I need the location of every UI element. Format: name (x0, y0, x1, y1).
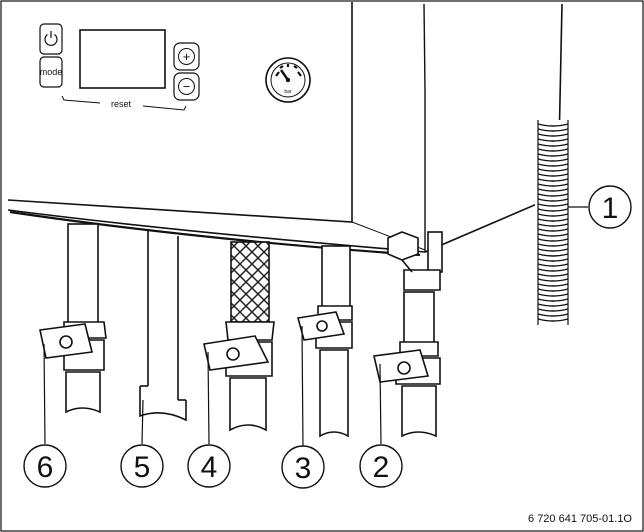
flexible-condensate-hose (535, 120, 571, 325)
hose-coil-ring (537, 233, 569, 237)
callout-2: 2 (359, 444, 403, 488)
hose-coil-ring (537, 213, 569, 217)
gauge-unit-label: bar (284, 89, 292, 95)
hose-coil-ring (537, 138, 569, 142)
hose-coil-ring (537, 283, 569, 287)
figure-reference-code: 6 720 641 705-01.1O (528, 513, 632, 525)
plain-pipe (139, 230, 187, 422)
power-icon (44, 31, 58, 46)
hose-coil-ring (537, 203, 569, 207)
hose-coil-ring (537, 248, 569, 252)
mode-button-label: mode (40, 67, 63, 77)
hose-coil-ring (537, 223, 569, 227)
hose-coil-ring (537, 293, 569, 297)
hose-coil-ring (537, 128, 569, 132)
reset-bracket-left (61, 95, 101, 104)
reset-bracket-right (142, 105, 187, 111)
callout-leaders (43, 206, 588, 449)
hose-coil-ring (537, 278, 569, 282)
hose-coil-ring (537, 208, 569, 212)
hose-coil-ring (537, 303, 569, 307)
hose-coil-ring (537, 298, 569, 302)
power-button[interactable] (39, 23, 63, 55)
hose-coil-ring (537, 263, 569, 267)
valve-pipe-3 (296, 245, 353, 438)
callout-4: 4 (187, 444, 231, 488)
hose-coil-ring (537, 193, 569, 197)
mode-button[interactable] (39, 56, 63, 88)
hose-coil-ring (537, 258, 569, 262)
hose-coil-ring (537, 183, 569, 187)
valve-pipe-6 (39, 223, 107, 414)
plus-button[interactable] (173, 42, 200, 71)
hose-coil-ring (537, 123, 569, 127)
hose-coil-ring (537, 148, 569, 152)
svg-text:5: 5 (134, 451, 151, 484)
reset-label: reset (111, 99, 132, 109)
hose-coil-ring (537, 253, 569, 257)
minus-icon (178, 78, 195, 95)
valve-with-gas-connector (373, 231, 443, 438)
braided-hose-valve (203, 241, 275, 432)
svg-text:2: 2 (373, 451, 390, 484)
hose-coil-ring (537, 133, 569, 137)
svg-text:4: 4 (201, 451, 218, 484)
hose-coil-ring (537, 163, 569, 167)
hose-coil-ring (537, 313, 569, 317)
hose-coil-ring (537, 273, 569, 277)
hose-coil-ring (537, 153, 569, 157)
callouts: 1 2 3 4 5 6 (23, 185, 632, 489)
minus-button-label: − (183, 79, 191, 94)
hose-coil-ring (537, 218, 569, 222)
hose-coil-ring (537, 243, 569, 247)
hose-coil-ring (537, 143, 569, 147)
hose-coil-ring (537, 178, 569, 182)
hose-coil-ring (537, 268, 569, 272)
hose-coil-ring (537, 168, 569, 172)
hose-coil-ring (537, 238, 569, 242)
callout-1: 1 (588, 185, 632, 229)
plus-button-label: + (183, 49, 191, 64)
plus-icon (178, 48, 195, 65)
hose-coil-ring (537, 188, 569, 192)
callout-6: 6 (23, 444, 67, 488)
minus-button[interactable] (173, 72, 200, 101)
svg-text:1: 1 (602, 192, 619, 225)
display-screen (79, 29, 166, 89)
hose-coil-ring (537, 288, 569, 292)
control-panel: mode + − reset bar (39, 23, 311, 111)
callout-3: 3 (281, 445, 325, 489)
pressure-gauge-icon: bar (265, 57, 311, 103)
hose-coil-ring (537, 318, 569, 322)
hose-coil-ring (537, 308, 569, 312)
hose-coil-ring (537, 173, 569, 177)
hose-coil-ring (537, 158, 569, 162)
callout-5: 5 (120, 444, 164, 488)
hose-coil-ring (537, 198, 569, 202)
svg-text:6: 6 (37, 451, 54, 484)
hose-coil-ring (537, 228, 569, 232)
svg-text:3: 3 (295, 452, 312, 485)
